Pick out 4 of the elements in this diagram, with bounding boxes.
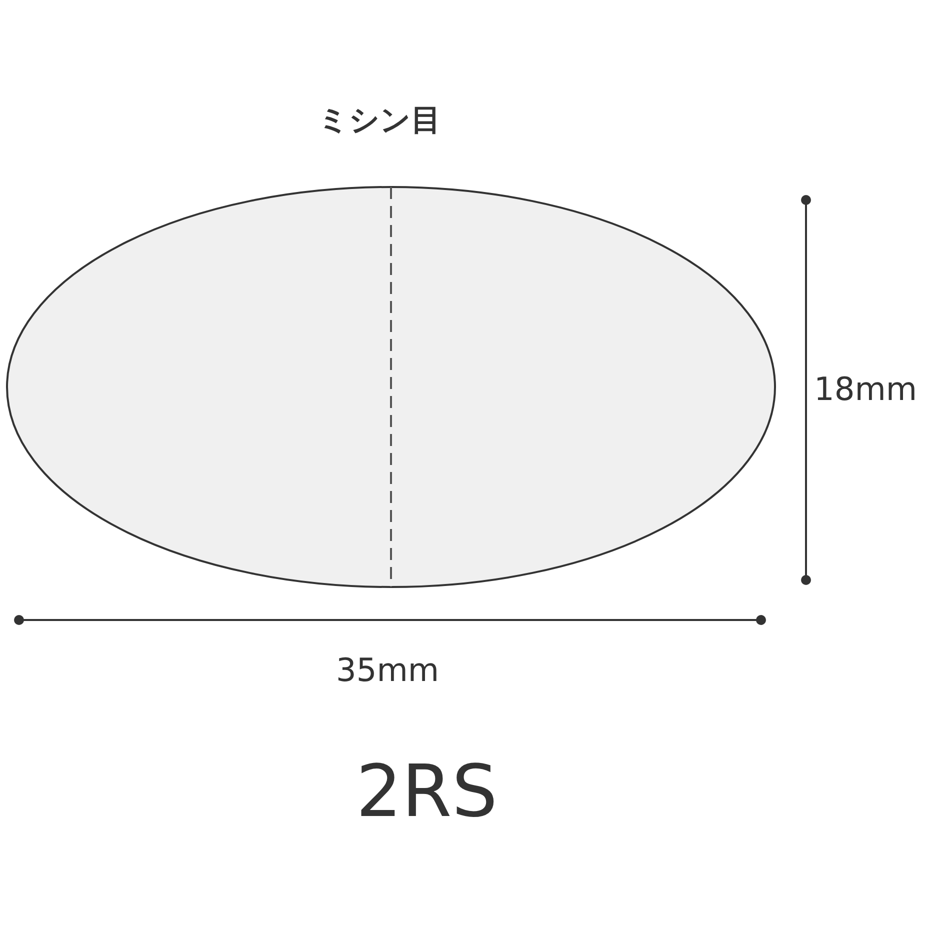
model-label: 2RS bbox=[356, 755, 498, 827]
dimension-label: 35mm bbox=[336, 654, 440, 686]
dimension-label: 18mm bbox=[814, 373, 918, 405]
perforation-label: ミシン目 bbox=[318, 106, 441, 136]
